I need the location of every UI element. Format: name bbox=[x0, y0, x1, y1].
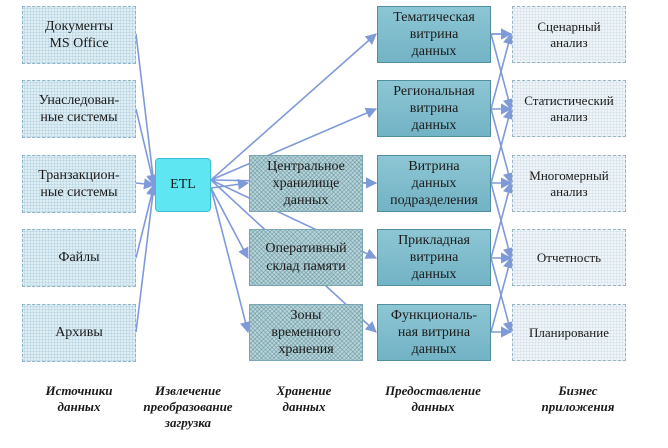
column-label-business: Бизнес приложения bbox=[541, 383, 615, 414]
arrow-source-1-to-etl bbox=[135, 108, 158, 187]
arrow-mart-1-to-app-0 bbox=[490, 32, 514, 110]
storage-operational-store: Оперативный склад памяти bbox=[249, 229, 363, 286]
arrow-source-3-to-etl bbox=[135, 183, 158, 259]
source-legacy-systems: Унаследован- ные системы bbox=[22, 80, 136, 138]
column-label-extraction: Извлечение преобразование загрузка bbox=[143, 383, 233, 430]
app-planning: Планирование bbox=[512, 304, 626, 361]
column-label-storage: Хранение данных bbox=[276, 383, 332, 414]
mart-thematic: Тематическая витрина данных bbox=[377, 6, 491, 63]
column-label-sources: Источники данных bbox=[45, 383, 113, 414]
arrow-etl-to-mart-1 bbox=[210, 107, 378, 181]
source-archives: Архивы bbox=[22, 304, 136, 362]
source-files: Файлы bbox=[22, 229, 136, 287]
mart-regional: Региональная витрина данных bbox=[377, 80, 491, 137]
storage-central-warehouse: Центральное хранилище данных bbox=[249, 155, 363, 212]
source-transaction-systems: Транзакцион- ные системы bbox=[22, 155, 136, 213]
mart-departmental: Витрина данных подразделения bbox=[377, 155, 491, 212]
arrow-mart-3-to-app-0 bbox=[490, 181, 514, 259]
app-statistical-analysis: Статистический анализ bbox=[512, 80, 626, 137]
mart-applied: Прикладная витрина данных bbox=[377, 229, 491, 286]
arrow-source-0-to-etl bbox=[135, 33, 159, 187]
arrow-source-2-to-etl bbox=[135, 178, 156, 190]
arrow-etl-to-storage-1 bbox=[210, 187, 249, 259]
source-ms-office: Документы MS Office bbox=[22, 6, 136, 64]
app-scenario-analysis: Сценарный анализ bbox=[512, 6, 626, 63]
app-multidimensional-analysis: Многомерный анализ bbox=[512, 155, 626, 212]
arrow-mart-4-to-app-0 bbox=[490, 256, 514, 333]
mart-functional: Функциональ- ная витрина данных bbox=[377, 304, 491, 361]
column-label-delivery: Предоставление данных bbox=[385, 383, 481, 414]
arrow-source-4-to-etl bbox=[135, 183, 159, 333]
arrow-mart-2-to-app-0 bbox=[490, 107, 514, 184]
app-reporting: Отчетность bbox=[512, 229, 626, 286]
arrow-etl-to-mart-0 bbox=[210, 33, 377, 181]
arrow-etl-to-storage-2 bbox=[210, 187, 251, 334]
arrow-etl-to-storage-0 bbox=[210, 178, 250, 190]
storage-staging-zones: Зоны временного хранения bbox=[249, 304, 363, 361]
etl-node: ETL bbox=[155, 158, 211, 212]
